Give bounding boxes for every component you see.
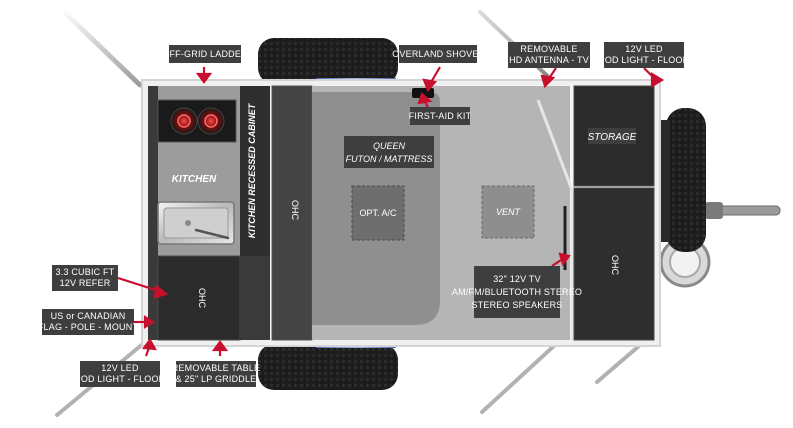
zone-ohc-right: OHC xyxy=(610,255,620,276)
callout-text: HD ANTENNA - TV xyxy=(509,55,589,65)
callout-text: 12V LED xyxy=(625,44,663,54)
front-storage xyxy=(573,85,655,341)
zone-ohc-bottom: OHC xyxy=(197,288,207,309)
callout-text: 32" 12V TV xyxy=(493,273,541,284)
callout-text: REMOVABLE TABLE xyxy=(171,363,261,373)
callout-text: 12V LED xyxy=(101,363,139,373)
callout-off-grid-ladder: OFF-GRID LADDER xyxy=(162,45,248,63)
callout-text: POD LIGHT - FLOOD xyxy=(598,55,690,65)
zone-queen-line1: QUEEN xyxy=(373,141,406,151)
callout-text: FLAG - POLE - MOUNT xyxy=(37,322,139,332)
zone-opt-ac: OPT. A/C xyxy=(359,208,397,218)
zone-vent: VENT xyxy=(496,207,522,217)
zone-ohc-left: OHC xyxy=(290,200,300,221)
zone-storage: STORAGE xyxy=(588,132,637,143)
zone-kitchen: KITCHEN xyxy=(172,174,217,185)
callout-tv-stereo: 32" 12V TV AM/FM/BLUETOOTH STEREO STEREO… xyxy=(452,266,582,318)
storage-label: STORAGE xyxy=(588,128,637,144)
callout-first-aid-kit: FIRST-AID KIT xyxy=(408,107,472,125)
callout-arrows xyxy=(117,66,665,357)
callout-text: & 25" LP GRIDDLE xyxy=(175,374,257,384)
callout-text: STEREO SPEAKERS xyxy=(471,299,563,310)
callout-pod-light-top: 12V LED POD LIGHT - FLOOD xyxy=(599,42,689,68)
opt-ac-box xyxy=(351,185,405,241)
callout-text: AM/FM/BLUETOOTH STEREO xyxy=(451,286,583,297)
callout-text: OFF-GRID LADDER xyxy=(162,48,248,59)
callout-pod-light-bottom: 12V LED POD LIGHT - FLOOD xyxy=(75,361,165,387)
ohc-left-block xyxy=(271,85,313,341)
callout-flag-pole: US or CANADIAN FLAG - POLE - MOUNT xyxy=(38,309,138,335)
spare-tire xyxy=(656,108,706,252)
lower-cabinets xyxy=(157,255,270,341)
callout-overland-shovel: OVERLAND SHOVEL xyxy=(392,45,484,63)
callout-text: REMOVABLE xyxy=(520,44,578,54)
zone-recessed-cabinet: KITCHEN RECESSED CABINET xyxy=(247,102,257,238)
queen-label: QUEEN FUTON / MATTRESS xyxy=(344,136,434,168)
callout-removable-table: REMOVABLE TABLE & 25" LP GRIDDLE xyxy=(172,361,260,387)
callout-text: 3.3 CUBIC FT xyxy=(55,267,115,277)
zone-queen-line2: FUTON / MATTRESS xyxy=(346,154,433,164)
callout-text: 12V REFER xyxy=(59,278,111,288)
callout-refer: 3.3 CUBIC FT 12V REFER xyxy=(52,265,118,291)
callout-text: POD LIGHT - FLOOD xyxy=(74,374,166,384)
callout-text: US or CANADIAN xyxy=(50,311,126,321)
callout-text: OVERLAND SHOVEL xyxy=(392,48,484,59)
kitchen-counter xyxy=(148,86,240,340)
callout-text: FIRST-AID KIT xyxy=(408,110,472,121)
vent-box xyxy=(481,185,535,239)
callout-removable-antenna: REMOVABLE HD ANTENNA - TV xyxy=(508,42,590,68)
recessed-cabinet xyxy=(240,86,270,256)
